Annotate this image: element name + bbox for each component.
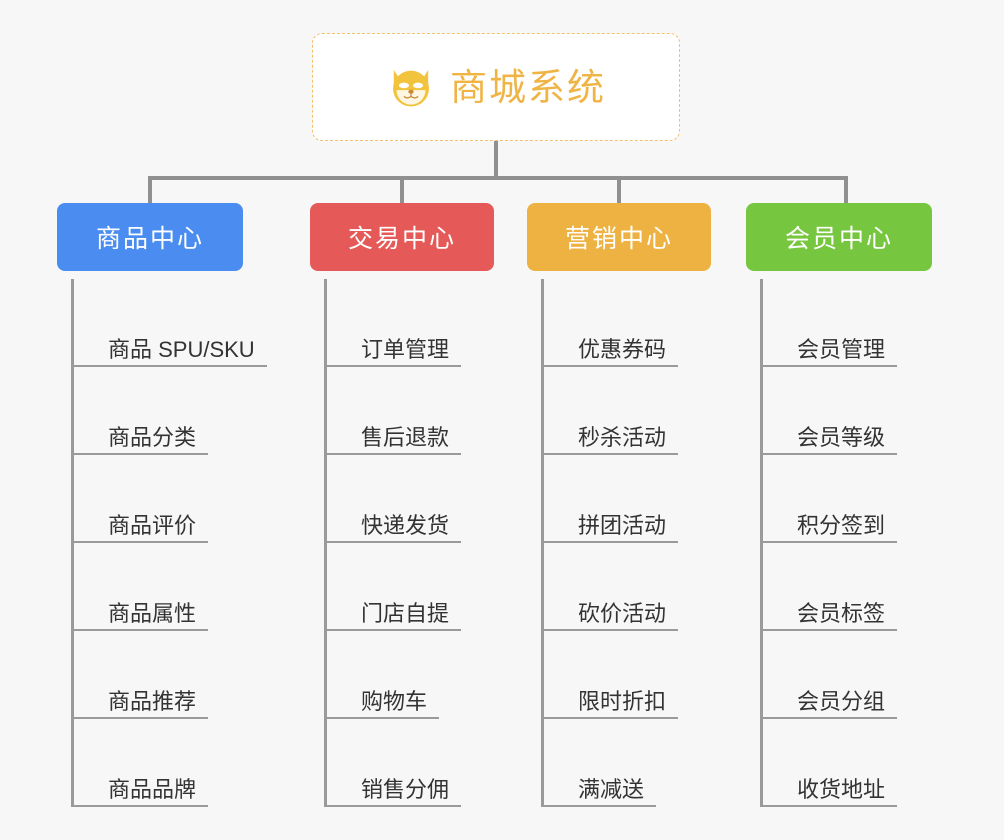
leaf-label: 购物车 bbox=[361, 688, 428, 714]
leaf-underline bbox=[763, 453, 898, 455]
leaf-underline bbox=[763, 805, 898, 807]
connector-bus bbox=[148, 176, 848, 180]
leaf-label: 门店自提 bbox=[361, 600, 450, 626]
leaf-label: 优惠券码 bbox=[578, 336, 667, 362]
leaf-item[interactable]: 会员分组 bbox=[763, 631, 932, 719]
leaf-list-2: 优惠券码 秒杀活动 拼团活动 砍价活动 限时折扣 满减送 bbox=[541, 279, 711, 807]
leaf-label: 快递发货 bbox=[361, 512, 450, 538]
root-node[interactable]: 商城系统 bbox=[312, 33, 680, 141]
leaf-label: 会员分组 bbox=[797, 688, 886, 714]
leaf-label: 砍价活动 bbox=[578, 600, 667, 626]
connector-drop-0 bbox=[148, 176, 152, 206]
column-会员中心: 会员中心 会员管理 会员等级 积分签到 会员标签 会员分组 收货地址 bbox=[746, 203, 932, 807]
root-title: 商城系统 bbox=[450, 66, 606, 108]
connector-drop-2 bbox=[617, 176, 621, 206]
category-label-2: 营销中心 bbox=[564, 225, 673, 253]
leaf-label: 拼团活动 bbox=[578, 512, 667, 538]
leaf-label: 限时折扣 bbox=[578, 688, 667, 714]
leaf-item[interactable]: 积分签到 bbox=[763, 455, 932, 543]
leaf-label: 商品推荐 bbox=[108, 688, 197, 714]
leaf-underline bbox=[544, 717, 679, 719]
leaf-item[interactable]: 商品评价 bbox=[74, 455, 243, 543]
category-box-0[interactable]: 商品中心 bbox=[57, 203, 243, 271]
dog-face-icon bbox=[393, 69, 429, 108]
leaf-item[interactable]: 商品分类 bbox=[74, 367, 243, 455]
leaf-list-1: 订单管理 售后退款 快递发货 门店自提 购物车 销售分佣 bbox=[324, 279, 494, 807]
leaf-item[interactable]: 商品推荐 bbox=[74, 631, 243, 719]
leaf-underline bbox=[74, 365, 267, 367]
leaf-item[interactable]: 商品属性 bbox=[74, 543, 243, 631]
leaf-item[interactable]: 优惠券码 bbox=[544, 279, 711, 367]
leaf-underline bbox=[74, 629, 209, 631]
leaf-label: 收货地址 bbox=[797, 776, 886, 802]
leaf-item[interactable]: 订单管理 bbox=[327, 279, 494, 367]
leaf-underline bbox=[74, 805, 209, 807]
leaf-item[interactable]: 收货地址 bbox=[763, 719, 932, 807]
category-box-2[interactable]: 营销中心 bbox=[527, 203, 711, 271]
leaf-underline bbox=[327, 717, 440, 719]
leaf-item[interactable]: 会员管理 bbox=[763, 279, 932, 367]
leaf-item[interactable]: 满减送 bbox=[544, 719, 711, 807]
leaf-item[interactable]: 门店自提 bbox=[327, 543, 494, 631]
leaf-item[interactable]: 秒杀活动 bbox=[544, 367, 711, 455]
leaf-label: 会员等级 bbox=[797, 424, 886, 450]
leaf-item[interactable]: 商品 SPU/SKU bbox=[74, 279, 267, 367]
leaf-label: 商品分类 bbox=[108, 424, 197, 450]
leaf-item[interactable]: 销售分佣 bbox=[327, 719, 494, 807]
leaf-list-0: 商品 SPU/SKU 商品分类 商品评价 商品属性 商品推荐 商品品牌 bbox=[71, 279, 267, 807]
leaf-underline bbox=[327, 453, 462, 455]
leaf-label: 商品属性 bbox=[108, 600, 197, 626]
leaf-underline bbox=[544, 453, 679, 455]
leaf-underline bbox=[763, 365, 898, 367]
category-label-1: 交易中心 bbox=[347, 225, 456, 253]
connector-drop-1 bbox=[400, 176, 404, 206]
leaf-underline bbox=[544, 629, 679, 631]
column-交易中心: 交易中心 订单管理 售后退款 快递发货 门店自提 购物车 销售分佣 bbox=[310, 203, 494, 807]
leaf-underline bbox=[74, 717, 209, 719]
leaf-label: 商品 SPU/SKU bbox=[108, 336, 255, 362]
leaf-underline bbox=[763, 629, 898, 631]
leaf-item[interactable]: 快递发货 bbox=[327, 455, 494, 543]
leaf-label: 售后退款 bbox=[361, 424, 450, 450]
category-label-3: 会员中心 bbox=[784, 225, 893, 253]
category-box-3[interactable]: 会员中心 bbox=[746, 203, 932, 271]
leaf-label: 商品品牌 bbox=[108, 776, 197, 802]
column-营销中心: 营销中心 优惠券码 秒杀活动 拼团活动 砍价活动 限时折扣 满减送 bbox=[527, 203, 711, 807]
leaf-underline bbox=[327, 541, 462, 543]
leaf-item[interactable]: 砍价活动 bbox=[544, 543, 711, 631]
leaf-label: 满减送 bbox=[578, 776, 645, 802]
leaf-item[interactable]: 会员标签 bbox=[763, 543, 932, 631]
leaf-item[interactable]: 限时折扣 bbox=[544, 631, 711, 719]
leaf-item[interactable]: 商品品牌 bbox=[74, 719, 243, 807]
leaf-label: 会员标签 bbox=[797, 600, 886, 626]
leaf-label: 积分签到 bbox=[797, 512, 886, 538]
leaf-item[interactable]: 购物车 bbox=[327, 631, 494, 719]
leaf-underline bbox=[327, 629, 462, 631]
category-label-0: 商品中心 bbox=[95, 225, 204, 253]
leaf-underline bbox=[327, 805, 462, 807]
leaf-label: 秒杀活动 bbox=[578, 424, 667, 450]
leaf-label: 订单管理 bbox=[361, 336, 450, 362]
category-box-1[interactable]: 交易中心 bbox=[310, 203, 494, 271]
leaf-label: 会员管理 bbox=[797, 336, 886, 362]
leaf-underline bbox=[763, 541, 898, 543]
leaf-item[interactable]: 会员等级 bbox=[763, 367, 932, 455]
leaf-underline bbox=[544, 365, 679, 367]
leaf-underline bbox=[763, 717, 898, 719]
leaf-list-3: 会员管理 会员等级 积分签到 会员标签 会员分组 收货地址 bbox=[760, 279, 932, 807]
leaf-underline bbox=[327, 365, 462, 367]
leaf-underline bbox=[544, 541, 679, 543]
column-商品中心: 商品中心 商品 SPU/SKU 商品分类 商品评价 商品属性 商品推荐 商品品牌 bbox=[57, 203, 267, 807]
leaf-label: 销售分佣 bbox=[361, 776, 450, 802]
connector-root-stem bbox=[494, 141, 498, 179]
leaf-underline bbox=[74, 541, 209, 543]
leaf-item[interactable]: 售后退款 bbox=[327, 367, 494, 455]
leaf-underline bbox=[544, 805, 657, 807]
leaf-item[interactable]: 拼团活动 bbox=[544, 455, 711, 543]
connector-drop-3 bbox=[844, 176, 848, 206]
leaf-label: 商品评价 bbox=[108, 512, 197, 538]
leaf-underline bbox=[74, 453, 209, 455]
